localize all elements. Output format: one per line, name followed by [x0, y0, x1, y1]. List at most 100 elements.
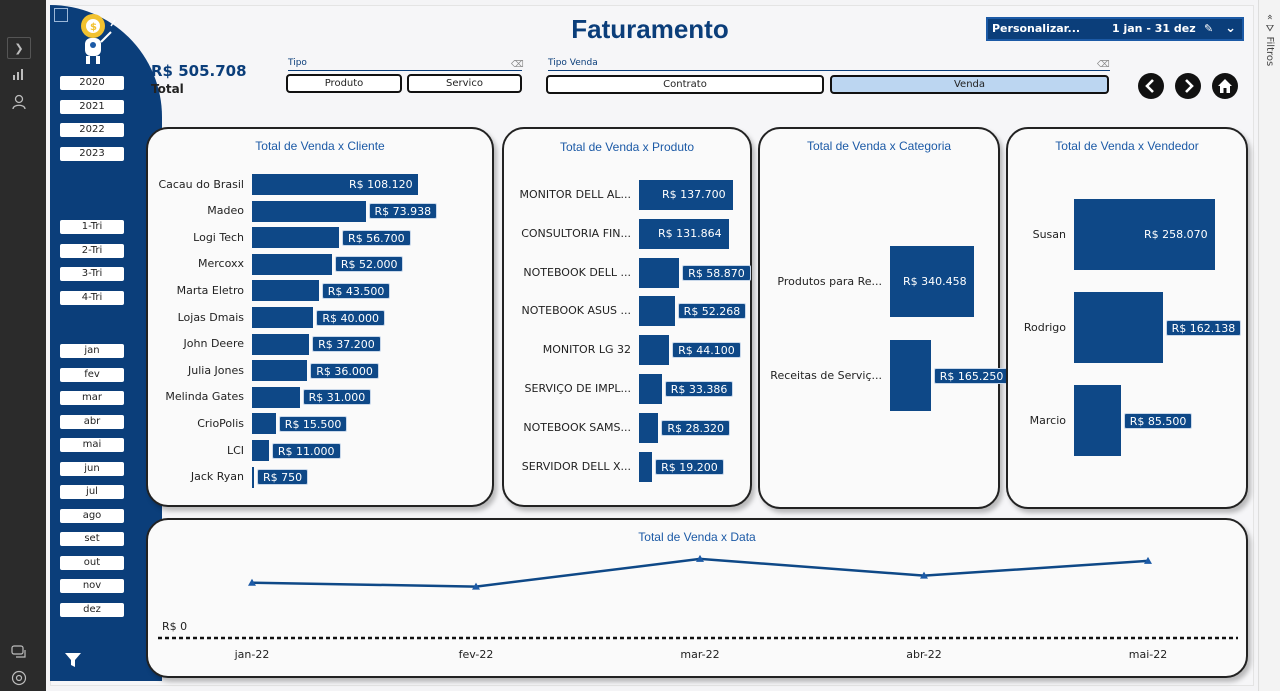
data-label: R$ 131.864 — [658, 226, 722, 240]
bar-chart-icon[interactable] — [7, 66, 31, 88]
bar[interactable] — [252, 307, 314, 328]
bar[interactable] — [890, 246, 974, 317]
svg-text:$: $ — [90, 22, 97, 33]
slicer-option-venda[interactable]: Venda — [830, 75, 1109, 94]
chart-venda-produto: Total de Venda x Produto MONITOR DELL AL… — [502, 127, 752, 507]
bar[interactable] — [639, 257, 680, 288]
bar[interactable] — [252, 360, 308, 382]
bar[interactable] — [252, 466, 254, 488]
quarter-chip-1-Tri[interactable]: 1-Tri — [59, 219, 125, 235]
divider — [288, 70, 522, 71]
data-point[interactable] — [248, 578, 256, 586]
bar[interactable] — [639, 451, 653, 482]
eraser-icon[interactable]: ⌫ — [511, 60, 524, 70]
filters-pane-label[interactable]: « ⛛ Filtros — [1263, 14, 1275, 66]
bar[interactable] — [1074, 199, 1215, 270]
category-label: Melinda Gates — [165, 390, 244, 404]
bar[interactable] — [639, 374, 662, 404]
eraser-icon[interactable]: ⌫ — [1097, 60, 1110, 70]
bar[interactable] — [252, 253, 332, 275]
month-chip-dez[interactable]: dez — [59, 601, 125, 618]
forward-button[interactable] — [1175, 73, 1201, 99]
series-line[interactable] — [251, 557, 1149, 588]
data-point[interactable] — [920, 571, 928, 579]
bar[interactable] — [890, 340, 931, 411]
copilot-icon[interactable] — [7, 670, 31, 691]
month-chip-set[interactable]: set — [59, 531, 125, 547]
data-label: R$ 162.138 — [1165, 319, 1242, 336]
quarter-chip-3-Tri[interactable]: 3-Tri — [59, 266, 125, 282]
quarter-chip-2-Tri[interactable]: 2-Tri — [59, 242, 125, 259]
bar[interactable] — [252, 227, 340, 249]
slicer-option-contrato[interactable]: Contrato — [546, 75, 824, 94]
month-chip-mai[interactable]: mai — [59, 437, 125, 453]
year-chip-2023[interactable]: 2023 — [59, 145, 125, 162]
bar[interactable] — [252, 440, 269, 461]
category-label: Mercoxx — [198, 257, 244, 271]
month-chip-out[interactable]: out — [59, 554, 125, 571]
bar[interactable] — [639, 335, 670, 366]
chart-title: Total de Venda x Vendedor — [1055, 139, 1199, 153]
month-chip-mar[interactable]: mar — [59, 390, 125, 406]
data-point[interactable] — [472, 582, 480, 590]
bar[interactable] — [639, 412, 659, 443]
category-label: NOTEBOOK SAMS... — [523, 420, 631, 434]
month-chip-nov[interactable]: nov — [59, 578, 125, 594]
back-button[interactable] — [1138, 73, 1164, 99]
data-point[interactable] — [1144, 556, 1152, 564]
category-label: Marta Eletro — [176, 283, 244, 297]
category-label: John Deere — [183, 337, 244, 351]
month-chip-abr[interactable]: abr — [59, 413, 125, 430]
category-label: NOTEBOOK ASUS ... — [521, 304, 631, 318]
data-label: R$ 258.070 — [1144, 227, 1208, 241]
month-chip-ago[interactable]: ago — [59, 507, 125, 524]
person-icon[interactable] — [7, 94, 31, 116]
slicer-option-servico[interactable]: Servico — [407, 74, 522, 93]
month-chip-jun[interactable]: jun — [59, 460, 125, 477]
bar[interactable] — [639, 296, 675, 327]
baseline-label: R$ 0 — [162, 620, 187, 633]
bar[interactable] — [252, 280, 319, 302]
expand-icon[interactable] — [54, 8, 68, 22]
year-chip-2022[interactable]: 2022 — [59, 122, 125, 138]
chart-venda-cliente: Total de Venda x Cliente Cacau do Brasil… — [146, 127, 494, 507]
chat-icon[interactable] — [7, 644, 31, 666]
date-filter-range: 1 jan - 31 dez — [1112, 22, 1196, 35]
bar[interactable] — [252, 386, 300, 408]
category-label: LCI — [226, 443, 244, 457]
date-range-filter[interactable]: Personalizar... 1 jan - 31 dez ✎ ⌄ — [986, 17, 1244, 41]
month-chip-fev[interactable]: fev — [59, 366, 125, 383]
data-label: R$ 28.320 — [661, 419, 730, 436]
bar[interactable] — [639, 218, 730, 249]
funnel-icon[interactable] — [64, 652, 82, 673]
chevron-right-icon[interactable]: ❯ — [7, 37, 31, 59]
category-label: Logi Tech — [193, 230, 244, 244]
category-label: Lojas Dmais — [177, 310, 244, 324]
bar[interactable] — [252, 413, 276, 435]
bar[interactable] — [252, 174, 418, 195]
data-label: R$ 58.870 — [682, 264, 751, 281]
quarter-chip-4-Tri[interactable]: 4-Tri — [59, 289, 125, 306]
pencil-icon: ✎ — [1204, 22, 1214, 35]
year-chip-2020[interactable]: 2020 — [59, 75, 125, 91]
data-label: R$ 44.100 — [672, 342, 741, 359]
chart-title: Total de Venda x Data — [638, 530, 756, 544]
bar[interactable] — [1074, 385, 1121, 456]
bar[interactable] — [252, 333, 310, 355]
page-title: Faturamento — [571, 14, 729, 44]
data-point[interactable] — [696, 554, 704, 562]
bar[interactable] — [252, 200, 366, 222]
month-chip-jul[interactable]: jul — [59, 484, 125, 500]
bar[interactable] — [1074, 292, 1163, 363]
collapse-icon: « — [1264, 14, 1275, 21]
month-chip-jan[interactable]: jan — [59, 343, 125, 359]
bar[interactable] — [639, 180, 733, 210]
year-chip-2021[interactable]: 2021 — [59, 98, 125, 115]
category-label: CONSULTORIA FIN... — [521, 226, 631, 240]
home-button[interactable] — [1212, 73, 1238, 99]
data-label: R$ 43.500 — [321, 282, 391, 299]
filters-pane-collapsed[interactable]: « ⛛ Filtros — [1258, 0, 1280, 691]
data-label: R$ 56.700 — [342, 229, 411, 246]
slicer-option-produto[interactable]: Produto — [286, 74, 402, 93]
